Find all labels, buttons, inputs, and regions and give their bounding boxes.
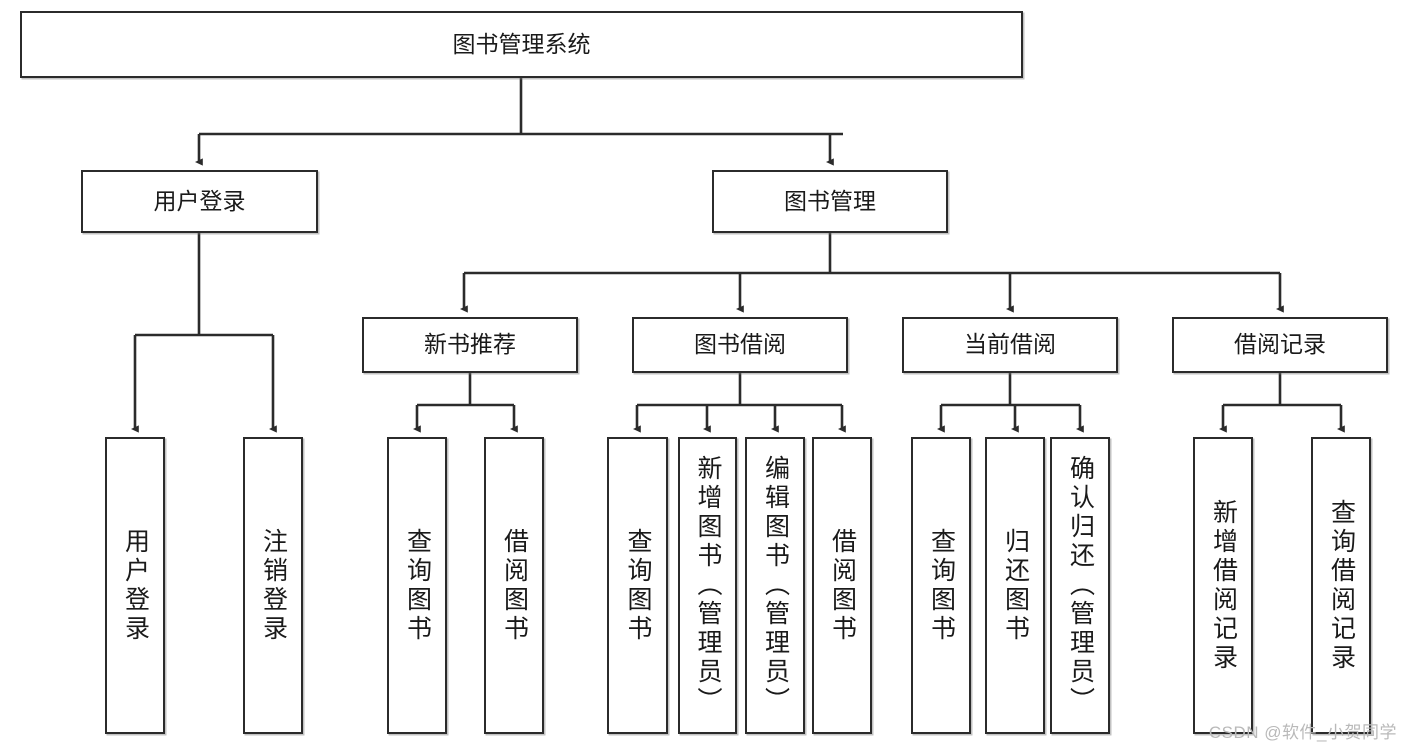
node-book-management[interactable]: 图书管理	[712, 170, 948, 233]
node-book-borrow-label: 图书借阅	[694, 331, 786, 358]
node-leaf-borrow-book[interactable]: 借阅图书	[812, 437, 872, 734]
node-borrow-records-label: 借阅记录	[1234, 331, 1326, 358]
node-book-management-label: 图书管理	[784, 187, 876, 214]
node-leaf-borrow-book-recommend-label: 借阅图书	[500, 527, 529, 644]
node-leaf-confirm-return-admin-label: 确认归还（管理员）	[1066, 455, 1095, 716]
node-user-login-label: 用户登录	[153, 187, 246, 214]
node-leaf-add-borrow-record-label: 新增借阅记录	[1209, 498, 1238, 673]
node-current-borrow-label: 当前借阅	[964, 331, 1056, 358]
node-leaf-query-book-recommend[interactable]: 查询图书	[387, 437, 447, 734]
node-user-login[interactable]: 用户登录	[81, 170, 318, 233]
node-book-borrow[interactable]: 图书借阅	[632, 317, 848, 373]
node-new-book-recommend-label: 新书推荐	[424, 331, 516, 358]
node-leaf-return-book-label: 归还图书	[1001, 527, 1030, 644]
node-leaf-add-book-admin-label: 新增图书（管理员）	[694, 455, 722, 716]
node-leaf-edit-book-admin-label: 编辑图书（管理员）	[761, 455, 790, 716]
node-borrow-records[interactable]: 借阅记录	[1172, 317, 1388, 373]
node-root[interactable]: 图书管理系统	[20, 11, 1023, 78]
node-leaf-query-borrow-record[interactable]: 查询借阅记录	[1311, 437, 1371, 734]
node-leaf-borrow-book-label: 借阅图书	[828, 527, 857, 644]
node-leaf-user-login[interactable]: 用户登录	[105, 437, 165, 734]
node-leaf-confirm-return-admin[interactable]: 确认归还（管理员）	[1050, 437, 1110, 734]
node-new-book-recommend[interactable]: 新书推荐	[362, 317, 578, 373]
node-leaf-query-book-current[interactable]: 查询图书	[911, 437, 971, 734]
node-current-borrow[interactable]: 当前借阅	[902, 317, 1118, 373]
watermark-text: CSDN @软件_小贺同学	[1208, 723, 1397, 742]
node-leaf-query-book-recommend-label: 查询图书	[403, 527, 432, 644]
node-leaf-user-login-label: 用户登录	[121, 527, 150, 644]
node-leaf-logout[interactable]: 注销登录	[243, 437, 303, 734]
node-root-label: 图书管理系统	[452, 30, 591, 57]
node-leaf-query-book-borrow-label: 查询图书	[624, 527, 652, 644]
node-leaf-logout-label: 注销登录	[259, 527, 288, 644]
node-leaf-query-book-current-label: 查询图书	[927, 527, 956, 644]
node-leaf-borrow-book-recommend[interactable]: 借阅图书	[484, 437, 544, 734]
node-leaf-query-borrow-record-label: 查询借阅记录	[1327, 498, 1356, 673]
node-leaf-query-book-borrow[interactable]: 查询图书	[607, 437, 668, 734]
node-leaf-add-borrow-record[interactable]: 新增借阅记录	[1193, 437, 1253, 734]
node-leaf-edit-book-admin[interactable]: 编辑图书（管理员）	[745, 437, 805, 734]
node-leaf-add-book-admin[interactable]: 新增图书（管理员）	[678, 437, 737, 734]
node-leaf-return-book[interactable]: 归还图书	[985, 437, 1045, 734]
